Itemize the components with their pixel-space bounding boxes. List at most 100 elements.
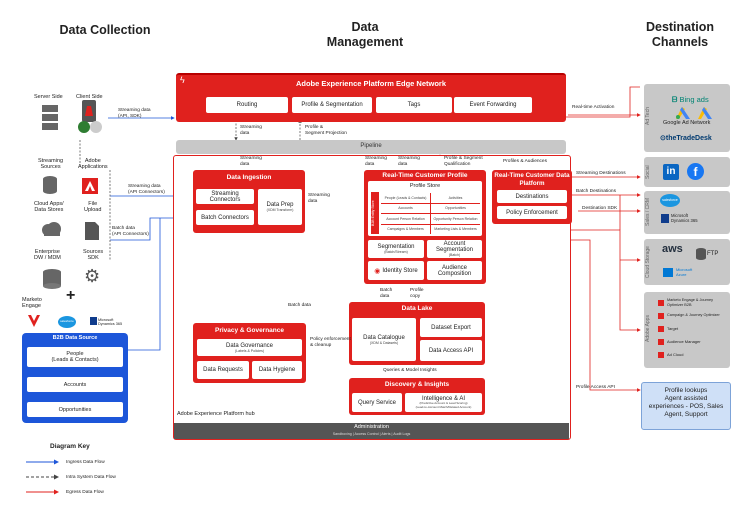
flow-label: Profile copy [410,288,424,299]
flow-label: Streaming data [240,156,262,167]
rtcp-title: Real-Time Customer Profile [382,172,468,179]
data-catalogue: Data Catalogue (XDM & Datasets) [352,318,416,361]
key-title: Diagram Key [50,443,90,450]
adobe-app-icon [658,351,664,358]
flow-label: Batch data (API Connectors) [112,226,149,237]
b2b-entity-grid: People (Leads & Contacts) Activities Acc… [381,193,480,234]
data-requests: Data Requests [197,361,249,379]
intelligence-ai: Intelligence & AI (Predictive Account & … [405,393,482,412]
audience-composition: Audience Composition [427,261,482,280]
ftp-label: FTP [707,251,719,257]
profile-lookups-box: Profile lookups Agent assisted experienc… [641,382,731,430]
azure-icon [663,268,673,277]
flow-label: Batch Destinations [576,189,616,194]
header-data-collection: Data Collection [59,23,151,37]
bing-ads-label: Bing ads [679,95,709,104]
profile-store-label: Profile Store [409,183,441,189]
segmentation-label: Segmentation [377,244,415,250]
discovery-insights-title: Discovery & Insights [384,381,450,388]
source-streaming-label: Streaming Sources [38,158,64,170]
key-egress: Egress Data Flow [66,490,104,495]
data-prep: Data Prep (XDM Transform) [258,189,302,225]
b2b-cell: Campaigns & Members [381,224,430,234]
marketo-icon [28,315,40,327]
google-ads-icon-2 [698,107,712,119]
adobe-app-icon [658,338,664,345]
administration-title: Administration [354,424,389,430]
b2b-cell: Marketing Lists & Members [431,224,480,234]
flow-label: Batch data [380,288,393,299]
data-catalogue-label: Data Catalogue [363,334,405,341]
source-cloud-apps-label: Cloud Apps/ Data Stores [34,201,64,213]
source-enterprise-label: Enterprise DW / MDM [34,249,61,261]
administration-bar [174,423,569,439]
source-file-upload-label: File Upload [84,201,102,213]
b2b-data-source-title: B2B Data Source [52,335,98,341]
plus-icon: + [66,287,76,304]
segmentation: Segmentation (Batch/Stream) [368,240,424,258]
server-icon [42,105,58,130]
flow-label: Streaming Destinations [576,171,626,176]
b2b-cell: Accounts [381,203,430,213]
bing-icon: ᗷ [672,95,678,104]
source-client-side-label: Client Side [76,94,103,100]
adobe-app-list: Marketo Engage & Journey Optimizer B2B C… [658,296,728,361]
pipeline-label: Pipeline [360,143,382,149]
identity-store: ◉ Identity Store [368,261,424,280]
tradedesk-label: theTradeDesk [665,135,712,142]
salesforce-icon [58,316,76,328]
ad-tech-label: Ad Tech [645,107,651,125]
source-marketo-label: Marketo Engage [22,297,42,309]
data-governance-label: Data Governance [225,342,274,349]
linkedin-icon: in [663,164,679,180]
flow-label: Streaming data (API, SDK) [118,108,151,119]
b2b-entity-store-label: B2B Entity Store [371,200,375,226]
streaming-connectors: Streaming Connectors [196,189,254,204]
data-hygiene: Data Hygiene [252,361,302,379]
key-intra: Intra System Data Flow [66,475,116,480]
data-access-api: Data Access API [420,340,482,361]
edge-network-title: Adobe Experience Platform Edge Network [295,79,447,88]
account-segmentation-sub: (Batch) [448,253,461,257]
flow-label: Policy enforcement & cleanup [310,337,351,348]
social-label: Social [645,165,651,179]
database-icon [43,176,57,194]
adobe-icon [82,178,98,194]
cloud-storage-label: Cloud Storage [645,246,651,278]
file-upload-icon [85,222,99,240]
query-service: Query Service [352,393,402,412]
sales-crm-panel [644,191,730,234]
identity-store-label: Identity Store [382,267,418,274]
google-ads-icon [676,107,690,119]
key-lines [26,459,59,495]
adobe-apps-label: Adobe Apps [645,315,651,343]
flow-label: Profile Access API [576,385,615,390]
dynamics-dest-icon [661,214,669,223]
tradedesk-icon: ⊙ [660,135,666,142]
account-segmentation: Account Segmentation (Batch) [427,240,482,258]
b2b-cell: People (Leads & Contacts) [381,193,430,203]
hub-label: Adobe Experience Platform hub [177,411,255,417]
b2b-cell: Opportunities [431,203,480,213]
adobe-app-icon [658,312,664,319]
edge-routing: Routing [206,97,288,113]
b2b-cell: Account Person Relation [381,214,430,224]
source-sdk-label: Sources SDK [83,249,104,261]
flow-label: Queries & Model Insights [383,368,437,373]
adobe-app-label: Campaign & Journey Optimizer [667,313,720,318]
key-ingress: Ingress Data Flow [66,460,105,465]
bing-ads-logo: ᗷ Bing ads [672,95,709,105]
administration-sub: Sandboxing | Access Control | Alerts | A… [332,432,411,436]
adobe-app-label: Ad Cloud [667,352,684,357]
aws-logo: aws [662,243,683,255]
b2b-cell: Activities [431,193,480,203]
segmentation-sub: (Batch/Stream) [384,250,408,254]
data-prep-label: Data Prep [266,202,294,208]
flow-label: Profile & Segment Qualification [444,156,483,167]
adobe-bolt-icon: ϟ [180,75,185,85]
flow-label: Destination SDK [582,206,618,211]
adobe-app-label: Target [667,326,679,331]
intelligence-ai-sub: (Predictive Account & Lead Scoring) (Lea… [415,401,472,409]
privacy-governance-title: Privacy & Governance [214,327,284,334]
sales-crm-label: Sales / CRM [645,197,651,227]
